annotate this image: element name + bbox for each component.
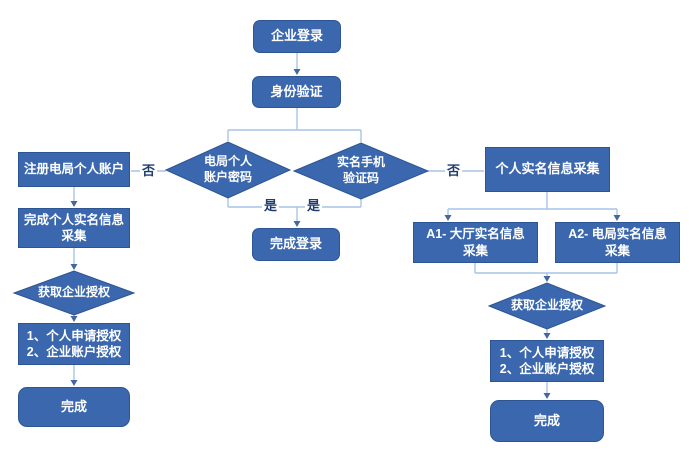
node-branch-a1: A1- 大厅实名信息 采集 bbox=[413, 222, 538, 263]
arrow-into-collect-left bbox=[70, 201, 78, 207]
node-steps-right: 1、个人申请授权 2、企业账户授权 bbox=[490, 340, 604, 382]
edge-label-yes-right: 是 bbox=[305, 198, 323, 213]
decision-sms-diamond bbox=[292, 142, 430, 200]
arrow-into-identity bbox=[293, 69, 301, 75]
arrow-into-a1 bbox=[444, 215, 452, 221]
auth-right-diamond bbox=[487, 282, 607, 330]
arrow-into-auth-right bbox=[543, 276, 551, 282]
arrow-into-steps-right bbox=[543, 333, 551, 339]
node-identity-verify: 身份验证 bbox=[252, 76, 341, 108]
node-collect-right: 个人实名信息采集 bbox=[485, 147, 610, 192]
node-login-done: 完成登录 bbox=[252, 228, 340, 261]
edge-label-yes-left: 是 bbox=[262, 198, 280, 213]
node-start: 企业登录 bbox=[253, 20, 341, 53]
arrow-into-steps-left bbox=[70, 316, 78, 322]
arrow-into-login-done bbox=[293, 221, 301, 227]
node-branch-a2: A2- 电局实名信息 采集 bbox=[555, 222, 680, 263]
node-register-account: 注册电局个人账户 bbox=[18, 152, 130, 187]
auth-left-diamond bbox=[12, 270, 136, 316]
node-steps-left: 1、个人申请授权 2、企业账户授权 bbox=[18, 323, 130, 365]
node-done-right: 完成 bbox=[490, 400, 604, 442]
arrow-into-auth-left bbox=[70, 264, 78, 270]
node-done-left: 完成 bbox=[18, 387, 130, 427]
arrow-into-done-left bbox=[70, 380, 78, 386]
decision-account-diamond bbox=[164, 141, 292, 199]
node-collect-left: 完成个人实名信息 采集 bbox=[18, 208, 130, 248]
edge-label-no-right: 否 bbox=[445, 163, 463, 178]
arrow-into-a2 bbox=[613, 215, 621, 221]
arrow-into-done-right bbox=[543, 393, 551, 399]
edge-label-no-left: 否 bbox=[140, 163, 158, 178]
